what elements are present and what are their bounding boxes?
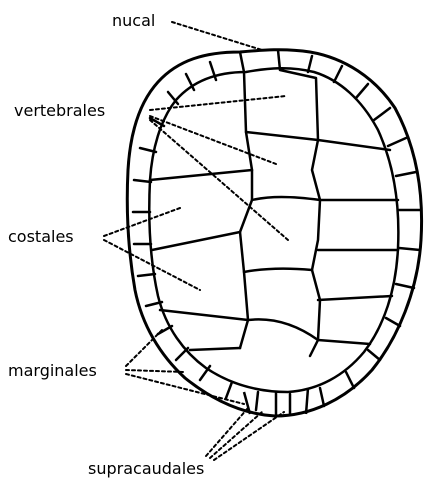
marginal-scutes bbox=[133, 56, 420, 414]
vertebrales-leader-1 bbox=[150, 96, 286, 110]
supracaudales-label: supracaudales bbox=[88, 459, 204, 478]
supracaudales-leader-1 bbox=[206, 408, 248, 456]
vertebrales-leader-3 bbox=[150, 120, 288, 240]
supracaudales-leader-2 bbox=[210, 412, 262, 458]
scute-network bbox=[150, 70, 398, 356]
vertebrales-leader-2 bbox=[150, 116, 276, 164]
costales-label: costales bbox=[8, 227, 74, 246]
marginales-leader-1 bbox=[126, 330, 162, 366]
nucal-leader bbox=[172, 22, 262, 50]
nucal-label: nucal bbox=[112, 11, 155, 30]
marginales-label: marginales bbox=[8, 361, 97, 380]
vertebrales-label: vertebrales bbox=[14, 101, 105, 120]
